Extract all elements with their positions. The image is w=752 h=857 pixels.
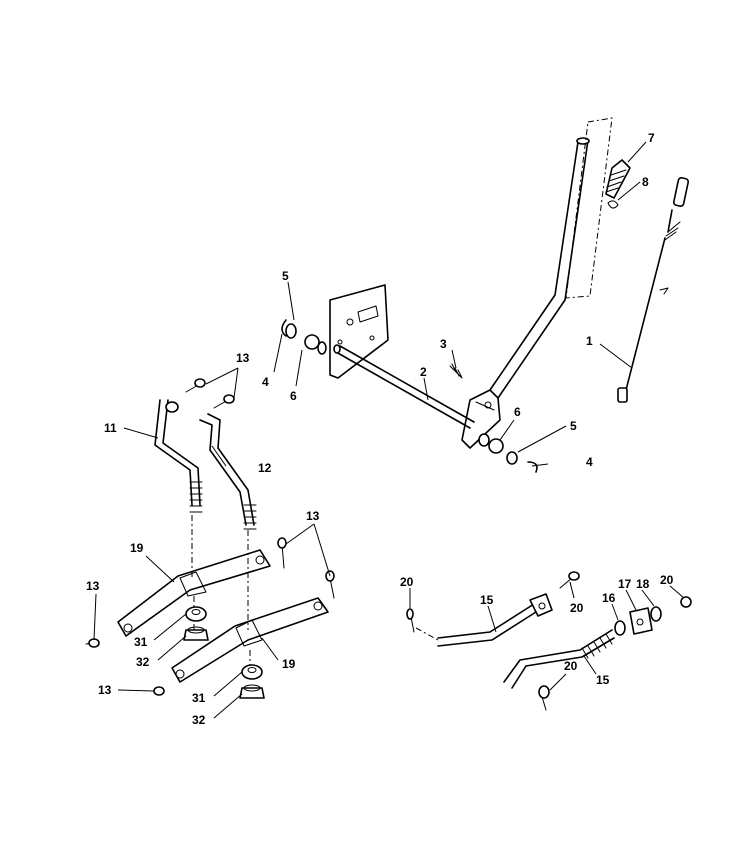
nut-washer-right <box>239 664 265 699</box>
lift-lever <box>461 137 590 449</box>
leader-lines <box>93 141 685 719</box>
callout-13-bottom: 13 <box>98 683 112 697</box>
handle-grip <box>605 159 631 199</box>
callout-15-upper: 15 <box>480 593 494 607</box>
rod-hardware <box>614 596 692 636</box>
rod-15-lower <box>503 629 615 689</box>
callout-13-top: 13 <box>236 351 250 365</box>
callout-5-left: 5 <box>282 269 289 283</box>
callout-1: 1 <box>586 334 593 348</box>
callout-32-left: 32 <box>136 655 150 669</box>
callout-2: 2 <box>420 365 427 379</box>
callout-6-left: 6 <box>290 389 297 403</box>
spring-clip <box>607 200 619 209</box>
lift-link-12 <box>199 413 257 530</box>
lift-cable <box>617 177 690 403</box>
right-bushings <box>478 433 538 473</box>
callout-labels: 1 2 3 4 4 5 5 6 6 7 8 11 12 13 13 13 13 … <box>86 131 674 727</box>
lift-arm-lower <box>171 597 329 683</box>
callout-11: 11 <box>104 421 117 435</box>
callout-5-right: 5 <box>570 419 577 433</box>
callout-19-upper: 19 <box>130 541 144 555</box>
callout-16: 16 <box>602 591 616 605</box>
callout-3: 3 <box>440 337 447 351</box>
callout-7: 7 <box>648 131 655 145</box>
callout-20-mid: 20 <box>570 601 584 615</box>
pins-20 <box>406 571 580 711</box>
callout-19-lower: 19 <box>282 657 296 671</box>
callout-12: 12 <box>258 461 272 475</box>
callout-13-left: 13 <box>86 579 100 593</box>
hitch-pins-top <box>185 378 235 409</box>
callout-20-left: 20 <box>400 575 414 589</box>
callout-4-left: 4 <box>262 375 269 389</box>
callout-6-right: 6 <box>514 405 521 419</box>
grip-outline <box>565 117 613 299</box>
callout-8: 8 <box>642 175 649 189</box>
callout-18: 18 <box>636 577 650 591</box>
callout-17: 17 <box>618 577 632 591</box>
left-bushings <box>281 319 327 355</box>
callout-20-right: 20 <box>660 573 674 587</box>
callout-4-right: 4 <box>586 455 593 469</box>
lift-arm-upper <box>117 549 271 637</box>
spring-pin <box>449 363 463 379</box>
mounting-plate <box>329 284 389 379</box>
nut-washer-left <box>183 606 209 641</box>
callout-15-lower: 15 <box>596 673 610 687</box>
callout-31-left: 31 <box>134 635 148 649</box>
callout-13-right: 13 <box>306 509 320 523</box>
lift-link-11 <box>154 399 203 513</box>
callout-20-lower: 20 <box>564 659 578 673</box>
callout-31-right: 31 <box>192 691 206 705</box>
rod-15-upper <box>415 593 553 647</box>
cross-shaft <box>333 344 475 429</box>
callout-32-right: 32 <box>192 713 206 727</box>
